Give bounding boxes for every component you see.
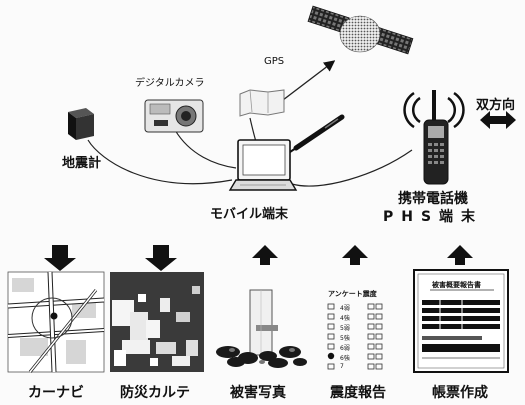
survey-row: 7	[340, 363, 344, 370]
survey-row: 6弱	[340, 345, 350, 352]
laptop-icon	[228, 139, 298, 191]
digital-camera-icon	[144, 99, 204, 133]
car-navi-label: カーナビ	[28, 385, 84, 401]
damage-photo-label: 被害写真	[230, 385, 286, 401]
gps-link-arrow	[272, 60, 336, 110]
disaster-karte-label: 防災カルテ	[120, 385, 190, 401]
form-creation-label: 帳票作成	[432, 385, 488, 401]
seismometer-icon	[68, 108, 94, 140]
survey-row: 4弱	[340, 305, 350, 312]
curve-phone	[291, 149, 413, 187]
down-arrow-disaster-karte	[145, 245, 177, 271]
signal-wave-icon	[403, 91, 465, 129]
curve-seismometer	[87, 139, 233, 185]
damage-form-title: 被害概要報告書	[432, 281, 481, 289]
damage-photo-image	[216, 289, 307, 368]
survey-row: 4強	[340, 315, 350, 322]
phone-phs-label: 携帯電話機 PHS端末	[378, 190, 488, 226]
up-arrow-intensity-report	[342, 245, 368, 265]
survey-row: 5強	[340, 335, 350, 342]
seismometer-label: 地震計	[62, 156, 102, 171]
phs-terminal-label: PHS端末	[382, 209, 484, 225]
mobile-phone-icon	[423, 90, 449, 185]
up-arrow-form-creation	[447, 245, 473, 265]
stylus-pen-icon	[289, 114, 345, 153]
intensity-report-label: 震度報告	[330, 385, 386, 401]
digital-camera-label: デジタルカメラ	[135, 78, 205, 89]
gps-receiver-icon	[239, 89, 285, 117]
disaster-karte-map	[110, 272, 204, 372]
damage-report-form	[413, 269, 509, 373]
survey-title: アンケート震度	[328, 290, 377, 298]
survey-row: 5弱	[340, 325, 350, 332]
satellite-icon	[307, 5, 414, 55]
car-navi-map	[7, 271, 105, 373]
mobile-phone-label: 携帯電話機	[398, 191, 468, 207]
gps-label: GPS	[264, 56, 285, 67]
curve-camera	[174, 129, 237, 169]
survey-row: 6強	[340, 355, 350, 362]
bidirectional-label: 双方向	[476, 98, 516, 113]
down-arrow-car-navi	[44, 245, 76, 271]
up-arrow-damage-photo	[252, 245, 278, 265]
bidirectional-arrow-icon	[480, 111, 516, 129]
intensity-survey-checklist	[327, 303, 383, 370]
mobile-terminal-label: モバイル端末	[210, 207, 289, 222]
